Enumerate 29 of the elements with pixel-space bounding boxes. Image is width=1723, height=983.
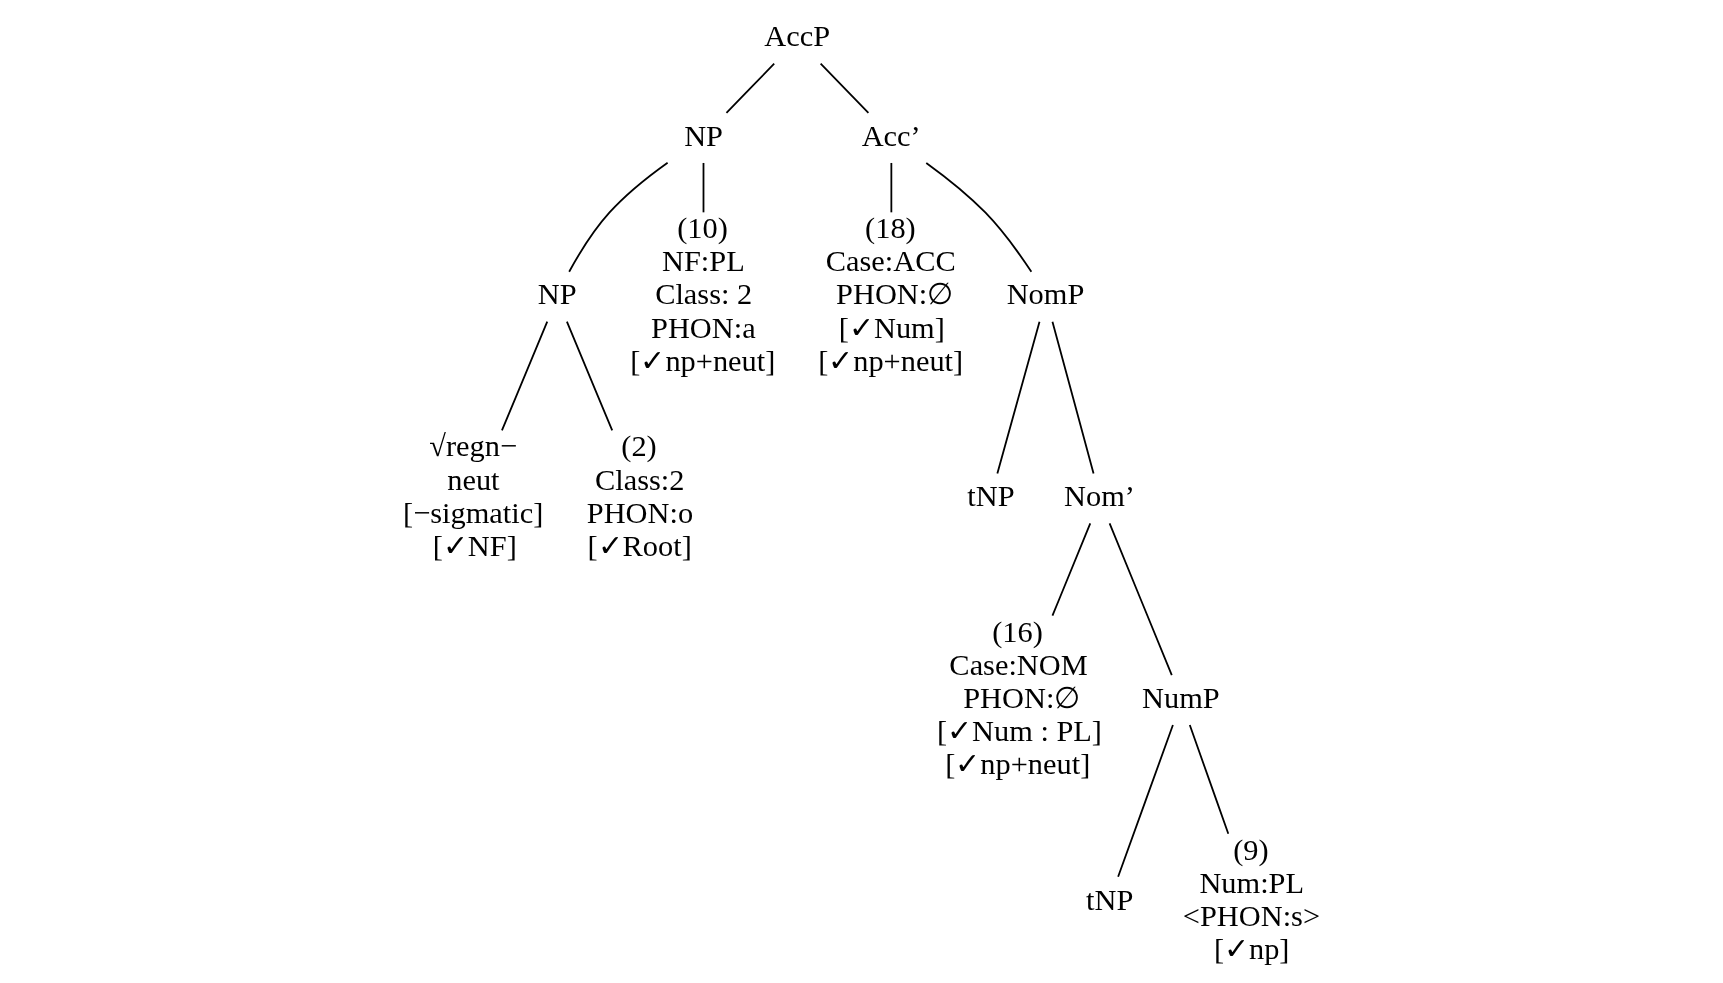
connector: [500, 320, 548, 432]
connector: [1188, 724, 1229, 835]
node-text: (2) Class:2 PHON:o [✓Root]: [586, 429, 693, 563]
node-text: AccP: [763, 19, 830, 54]
node-text: tNP: [1085, 882, 1133, 917]
node-text: NP: [683, 118, 723, 153]
connector: [995, 320, 1040, 475]
node-text: √regn− neut [−sigmatic] [✓NF]: [402, 429, 543, 563]
node-text: Acc’: [861, 118, 921, 153]
connector: [819, 62, 869, 114]
node-text: (9) Num:PL <PHON:s> [✓np]: [1182, 832, 1320, 967]
node-text: (10) NF:PL Class: 2 PHON:a [✓np+neut]: [629, 211, 775, 378]
node-text: NP: [537, 277, 577, 312]
connector: [1051, 320, 1094, 475]
node-text: Nom’: [1063, 479, 1135, 514]
connector: [924, 162, 1032, 273]
node-text: NomP: [1006, 277, 1084, 312]
connector: [565, 320, 613, 432]
node-text: tNP: [966, 479, 1015, 514]
node-text: (18) Case:ACC PHON:∅ [✓Num] [✓np+neut]: [817, 211, 963, 378]
connector: [1051, 522, 1091, 617]
connector: [1108, 522, 1173, 677]
connector: [889, 162, 892, 214]
connector: [1116, 724, 1174, 878]
connector: [702, 162, 704, 214]
connector: [567, 161, 668, 273]
node-text: NumP: [1141, 680, 1220, 715]
node-text: (16) Case:NOM PHON:∅ [✓Num : PL] [✓np+neut]: [936, 614, 1102, 782]
connector: [725, 62, 775, 114]
